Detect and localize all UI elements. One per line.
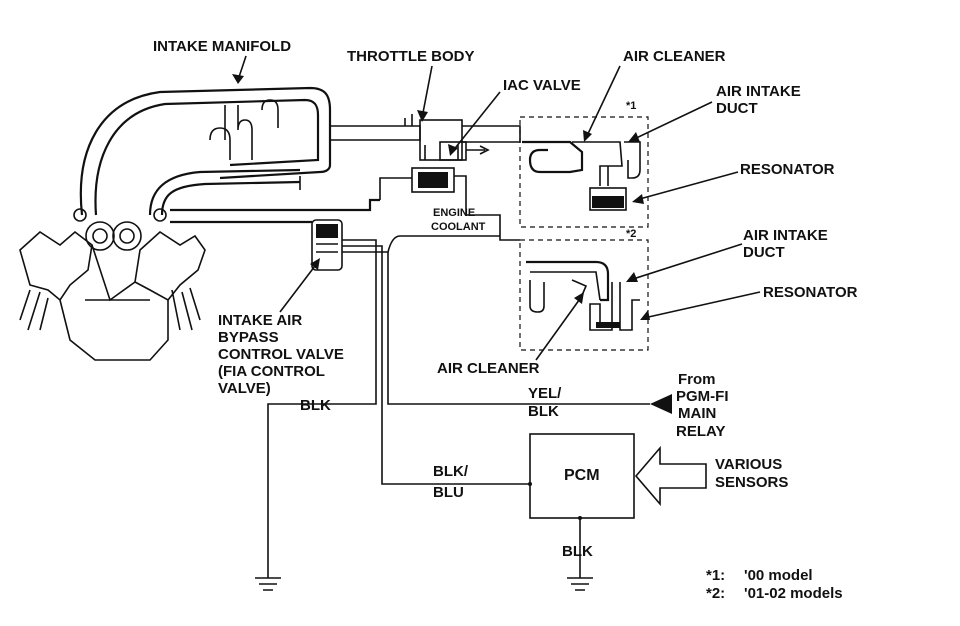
label-engine-coolant-1: ENGINE (433, 207, 475, 219)
label-pcm: PCM (564, 467, 600, 484)
legend-text-1: '00 model (744, 567, 813, 584)
engine-block (19, 208, 206, 361)
label-throttle-body: THROTTLE BODY (347, 48, 475, 65)
label-air-intake-duct-top-2: DUCT (716, 100, 758, 117)
label-air-intake-duct-bottom-2: DUCT (743, 244, 785, 261)
label-wire-blk-pcm: BLK (562, 543, 593, 560)
label-from-relay-4: RELAY (676, 423, 725, 440)
label-from-relay-1: From (678, 371, 716, 388)
label-air-intake-duct-top-1: AIR INTAKE (716, 83, 801, 100)
marker-star2: *2 (626, 228, 636, 240)
marker-star1: *1 (626, 100, 636, 112)
label-iab-valve-5: VALVE) (218, 380, 271, 397)
label-wire-blk-blu-2: BLU (433, 484, 464, 501)
label-resonator-bottom: RESONATOR (763, 284, 858, 301)
label-various-sensors-2: SENSORS (715, 474, 788, 491)
label-wire-yel-blk-1: YEL/ (528, 385, 562, 402)
intake-manifold (79, 86, 421, 216)
label-air-cleaner-bottom: AIR CLEANER (437, 360, 540, 377)
ground-symbol-pcm (567, 577, 593, 591)
label-from-relay-2: PGM-FI (676, 388, 729, 405)
air-cleaner-assembly-01-02 (519, 239, 649, 351)
legend-key-2: *2: (706, 585, 725, 602)
label-air-intake-duct-bottom-1: AIR INTAKE (743, 227, 828, 244)
legend-key-1: *1: (706, 567, 725, 584)
label-intake-manifold: INTAKE MANIFOLD (153, 38, 291, 55)
from-relay-arrow (650, 394, 672, 414)
ground-symbol-left (255, 577, 281, 591)
wiring (267, 192, 650, 578)
label-engine-coolant-2: COOLANT (431, 221, 486, 233)
label-air-cleaner-top: AIR CLEANER (623, 48, 726, 65)
legend-text-2: '01-02 models (744, 585, 843, 602)
label-iab-valve-3: CONTROL VALVE (218, 346, 344, 363)
throttle-body (419, 119, 521, 161)
label-iab-valve-4: (FIA CONTROL (218, 363, 325, 380)
label-resonator-top: RESONATOR (740, 161, 835, 178)
label-iac-valve: IAC VALVE (503, 77, 581, 94)
pcm-connector-left (528, 482, 532, 486)
label-wire-blk-left: BLK (300, 397, 331, 414)
intake-air-bypass-control-valve (170, 177, 412, 271)
label-various-sensors-1: VARIOUS (715, 456, 782, 473)
label-wire-blk-blu-1: BLK/ (433, 463, 469, 480)
leader-lines (237, 55, 761, 361)
label-wire-yel-blk-2: BLK (528, 403, 559, 420)
various-sensors-arrow (634, 445, 707, 507)
iac-valve (411, 167, 467, 193)
air-cleaner-assembly-00 (519, 116, 649, 228)
leader-arrowheads (232, 74, 650, 320)
pcm-connector-bottom (578, 516, 582, 520)
label-iab-valve-2: BYPASS (218, 329, 279, 346)
label-from-relay-3: MAIN (678, 405, 716, 422)
label-iab-valve-1: INTAKE AIR (218, 312, 302, 329)
